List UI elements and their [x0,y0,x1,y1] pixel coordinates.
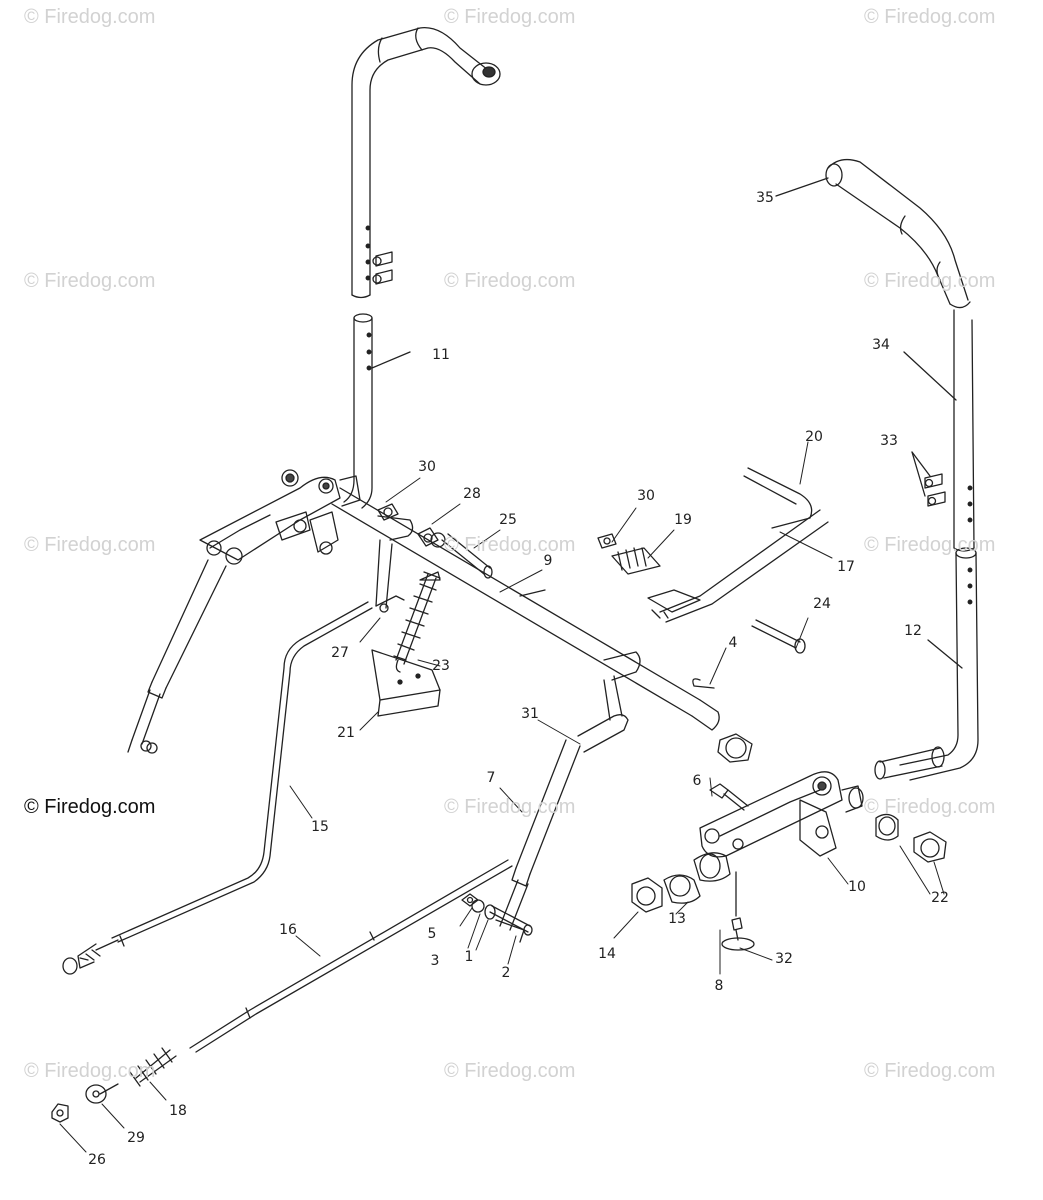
callout-5: 5 [427,926,437,942]
hardware-upper-left [377,503,493,579]
watermark: © Firedog.com [444,270,576,292]
pedal-lever [597,467,829,623]
callout-24: 24 [813,596,831,612]
callout-10: 10 [848,879,866,895]
callout-6: 6 [692,773,702,789]
watermark: © Firedog.com [444,6,576,28]
callout-11: 11 [432,347,450,363]
watermark: © Firedog.com [864,1060,996,1082]
callout-35: 35 [756,190,774,206]
callout-23: 23 [432,658,450,674]
left-lever-assembly [127,469,361,754]
callout-29: 29 [127,1130,145,1146]
cross-shaft [331,487,720,731]
callout-33: 33 [880,433,898,449]
watermark: © Firedog.com [24,270,156,292]
watermark: © Firedog.com [444,796,576,818]
watermark: © Firedog.com [864,534,996,556]
rod-15 [62,601,373,975]
callout-leaders [59,441,945,1153]
callout-32: 32 [775,951,793,967]
watermark: © Firedog.com [24,6,156,28]
callout-25: 25 [499,512,517,528]
left-handle-lower [343,313,411,509]
callout-3: 3 [430,953,440,969]
callout-12: 12 [904,623,922,639]
callout-28: 28 [463,486,481,502]
callout-15: 15 [311,819,329,835]
watermark: © Firedog.com [24,1060,156,1082]
damper-assembly [461,651,641,943]
left-handle-upper [351,27,501,299]
right-handle-upper [775,158,975,552]
callout-17: 17 [837,559,855,575]
watermark-main: © Firedog.com [24,796,156,818]
callout-22: 22 [931,890,949,906]
callout-19: 19 [674,512,692,528]
callout-2: 2 [501,965,511,981]
right-handle-lower [874,547,979,781]
callout-26: 26 [88,1152,106,1168]
callout-1: 1 [464,949,474,965]
callout-30-right: 30 [637,488,655,504]
watermark: © Firedog.com [24,534,156,556]
callout-30-left: 30 [418,459,436,475]
callout-20: 20 [805,429,823,445]
callout-9: 9 [543,553,553,569]
watermark: © Firedog.com [864,6,996,28]
callout-4: 4 [728,635,738,651]
callout-16: 16 [279,922,297,938]
callout-21: 21 [337,725,355,741]
spring-assembly [371,515,441,717]
rod-16 [51,859,513,1123]
callout-34: 34 [872,337,890,353]
right-lever-assembly [699,771,864,858]
watermark: © Firedog.com [864,270,996,292]
watermark: © Firedog.com [444,1060,576,1082]
bushings [631,619,947,951]
watermark: © Firedog.com [864,796,996,818]
callout-8: 8 [714,978,724,994]
callout-18: 18 [169,1103,187,1119]
watermark: © Firedog.com [444,534,576,556]
callout-7: 7 [486,770,496,786]
callout-14: 14 [598,946,616,962]
callout-13: 13 [668,911,686,927]
callout-27: 27 [331,645,349,661]
callout-31: 31 [521,706,539,722]
